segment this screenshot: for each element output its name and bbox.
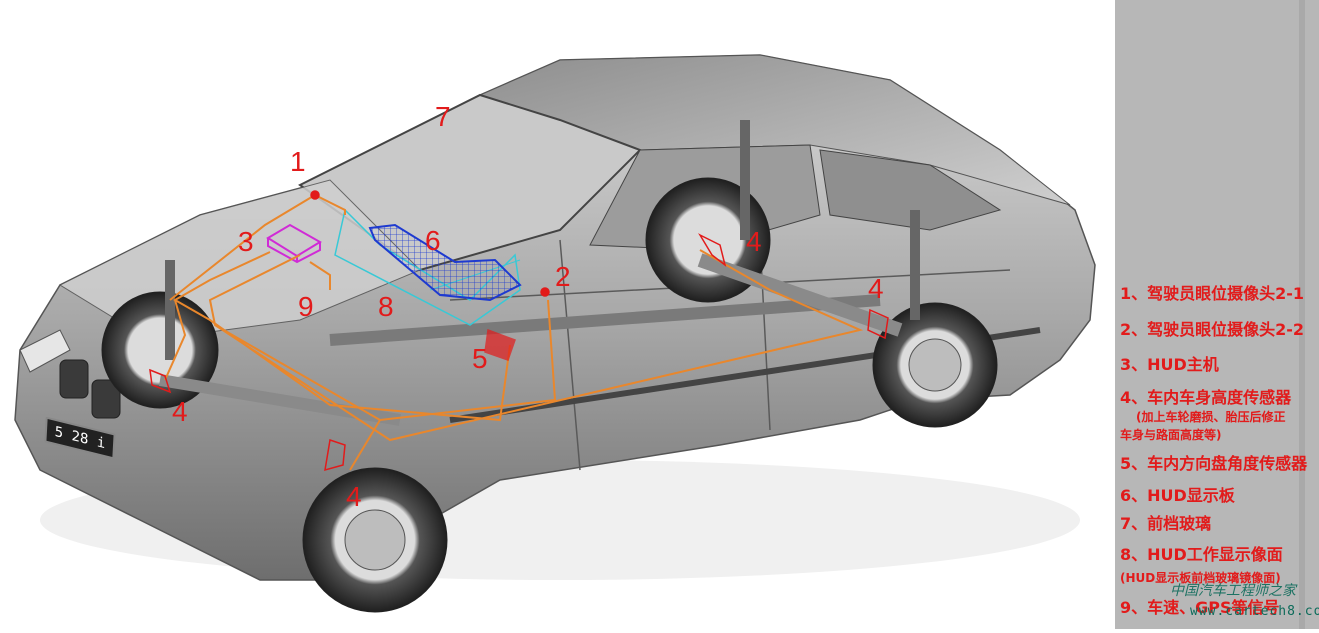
watermark-cn: 中国汽车工程师之家 [1170,580,1296,600]
legend-item-3: 3、HUD主机 [1120,351,1219,375]
eye-camera-2-1 [311,191,319,199]
legend-item-8: 8、HUD工作显示像面 [1120,541,1283,565]
legend-item-2: 2、驾驶员眼位摄像头2-2 [1120,316,1304,340]
eye-camera-2-2 [541,288,549,296]
label-6: 6 [425,227,441,255]
label-7: 7 [435,103,451,131]
car-illustration [0,0,1115,629]
label-3: 3 [238,228,254,256]
label-9: 9 [298,293,314,321]
label-8: 8 [378,293,394,321]
legend-item-1: 1、驾驶员眼位摄像头2-1 [1120,280,1304,304]
panel-stripe [1299,0,1305,629]
label-4-front-right: 4 [346,483,362,511]
watermark-url: www.cartech8.com [1190,604,1319,619]
label-4-front-left: 4 [172,398,188,426]
legend-panel-background [1115,0,1319,629]
legend-item-5: 5、车内方向盘角度传感器 [1120,450,1307,474]
legend-item-7: 7、前档玻璃 [1120,510,1211,534]
label-4-rear-right: 4 [868,275,884,303]
label-4-rear-left: 4 [746,228,762,256]
legend-item-6: 6、HUD显示板 [1120,482,1235,506]
car-cutaway-diagram: 5 28 i 1 2 3 4 4 4 4 5 6 7 8 9 [0,0,1115,629]
label-2: 2 [555,263,571,291]
legend-item-4-note-1: (加上车轮磨损、胎压后修正 [1136,408,1286,425]
label-1: 1 [290,148,306,176]
label-5: 5 [472,345,488,373]
legend-item-4: 4、车内车身高度传感器 [1120,384,1291,408]
legend-item-4-note-2: 车身与路面高度等) [1120,426,1222,443]
grille-left [60,360,88,398]
